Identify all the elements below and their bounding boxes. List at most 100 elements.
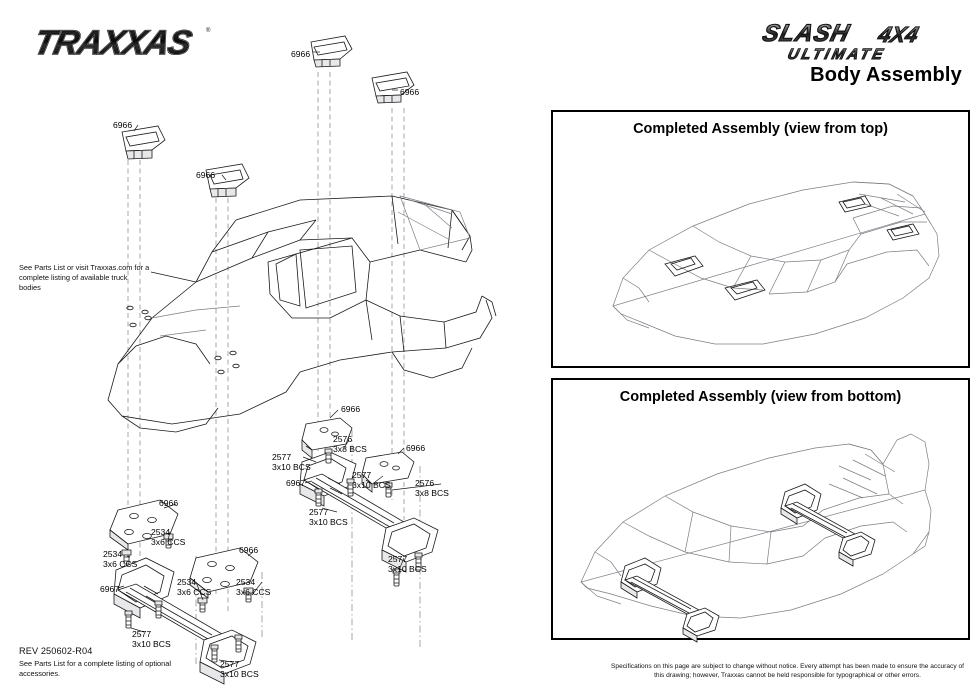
body-mount-clip-3 xyxy=(121,125,166,160)
callout-part-spec: 3x10 BCS xyxy=(132,638,171,649)
rear-mount-bracket-left xyxy=(301,417,353,459)
screw-2577-front-4 xyxy=(234,634,243,653)
page-title: Body Assembly xyxy=(810,64,962,86)
callout-6966: 6966 xyxy=(196,170,216,181)
screw-2577-rear-3 xyxy=(392,568,401,587)
callout-part-spec: 3x8 BCS xyxy=(333,443,367,454)
callout-6966: 6966 xyxy=(400,87,419,98)
callout-part-spec: 3x10 BCS xyxy=(220,668,259,679)
callout-part-number: 6966 xyxy=(341,404,361,414)
callout-6966: 6966 xyxy=(239,545,259,556)
assembly-bottom-illustration xyxy=(553,406,968,643)
callout-6966: 6966 xyxy=(291,49,311,60)
callout-part-spec: 3x8 BCS xyxy=(415,487,449,498)
callout-part-number: 6966 xyxy=(113,120,133,130)
callout-part-spec: 3x10 BCS xyxy=(309,516,348,527)
callout-part-number: 6967 xyxy=(286,478,306,488)
body-mount-clip-2 xyxy=(371,71,415,104)
rear-mount-bracket-right xyxy=(361,451,415,493)
callout-part-spec: 3x6 CCS xyxy=(151,536,186,547)
callout-part-number: 6966 xyxy=(406,443,426,453)
revision-block: REV 250602-R04 See Parts List for a comp… xyxy=(19,645,209,679)
callout-part-number: 2534 xyxy=(177,577,197,587)
callout-part-number: 6966 xyxy=(291,49,311,59)
callout-part-spec: 3x6 CCS xyxy=(236,586,271,597)
completed-assembly-top-panel: Completed Assembly (view from top) xyxy=(551,110,970,368)
callout-part-spec: 3x6 CCS xyxy=(177,586,212,597)
callout-part-number: 6966 xyxy=(196,170,216,180)
screw-2577-front-2 xyxy=(154,600,163,619)
callout-part-number: 6966 xyxy=(159,498,179,508)
callout-part-number: 2577 xyxy=(352,470,372,480)
callout-leader-lines xyxy=(117,51,442,663)
panel-title-top: Completed Assembly (view from top) xyxy=(633,121,888,137)
body-mount-clip-1 xyxy=(310,35,353,68)
front-mount-plate-right xyxy=(189,547,259,599)
completed-assembly-bottom-panel: Completed Assembly (view from bottom) xyxy=(551,378,970,643)
svg-text:TRAXXAS: TRAXXAS xyxy=(31,24,195,62)
screw-2577-rear-1 xyxy=(314,488,323,507)
callout-part-number: 2576 xyxy=(415,478,435,488)
registered-mark: ® xyxy=(206,27,211,34)
callout-6967: 6967 xyxy=(286,478,306,489)
callout-part-number: 2534 xyxy=(151,527,171,537)
svg-text:ULTIMATE: ULTIMATE xyxy=(786,46,888,63)
callout-6966: 6966 xyxy=(341,404,361,415)
svg-text:SLASH: SLASH xyxy=(760,20,853,47)
callout-part-number: 2577 xyxy=(132,629,152,639)
screw-2534-front-3 xyxy=(197,597,208,613)
screw-2577-rear-2 xyxy=(346,478,355,497)
screw-2534-front-1 xyxy=(121,549,132,565)
callout-6967: 6967 xyxy=(100,584,119,595)
installed-rear-mount xyxy=(780,483,876,567)
callout-part-number: 2577 xyxy=(309,507,329,517)
callout-6966: 6966 xyxy=(113,120,133,131)
legal-disclaimer: Specifications on this page are subject … xyxy=(611,663,964,680)
callout-part-number: 2577 xyxy=(272,452,292,462)
revision-number: REV 250602-R04 xyxy=(19,646,93,656)
svg-text:4X4: 4X4 xyxy=(875,22,922,47)
callout-part-number: 2577 xyxy=(388,554,408,564)
screw-2576-rear-2 xyxy=(384,482,393,498)
callout-part-number: 2577 xyxy=(220,659,240,669)
callout-part-spec: 3x10 BCS xyxy=(388,563,427,574)
panel-title-bottom: Completed Assembly (view from bottom) xyxy=(619,389,902,405)
callout-part-number: 2534 xyxy=(236,577,256,587)
callout-part-spec: 3x6 CCS xyxy=(103,558,138,569)
front-body-mount-bar xyxy=(113,557,257,685)
callout-6966: 6966 xyxy=(406,443,426,454)
screw-2577-front-3 xyxy=(210,644,219,663)
installed-front-mount xyxy=(620,557,720,643)
parts-list-note: See Parts List for a complete listing of… xyxy=(19,659,171,678)
svg-text:TRAXXAS: TRAXXAS xyxy=(31,24,195,62)
truck-bodies-note: See Parts List or visit Traxxas.com for … xyxy=(19,263,150,292)
body-mount-clip-4 xyxy=(205,163,250,198)
screw-2534-front-2 xyxy=(163,533,174,549)
truck-body-shell xyxy=(107,195,497,433)
callout-part-spec: 3x10 BCS xyxy=(352,479,391,490)
callout-part-number: 6966 xyxy=(239,545,259,555)
front-mount-plate-left xyxy=(109,499,179,551)
screw-2577-front-1 xyxy=(124,610,133,629)
callout-6966: 6966 xyxy=(159,498,179,509)
screw-2534-front-4 xyxy=(243,587,254,603)
callout-part-number: 2534 xyxy=(103,549,123,559)
callout-part-spec: 3x10 BCS xyxy=(272,461,311,472)
slash-4x4-ultimate-logo: SLASH 4X4 ULTIMATE xyxy=(736,14,966,66)
screw-2577-rear-4 xyxy=(414,552,423,571)
screw-2576-rear-1 xyxy=(324,448,333,464)
